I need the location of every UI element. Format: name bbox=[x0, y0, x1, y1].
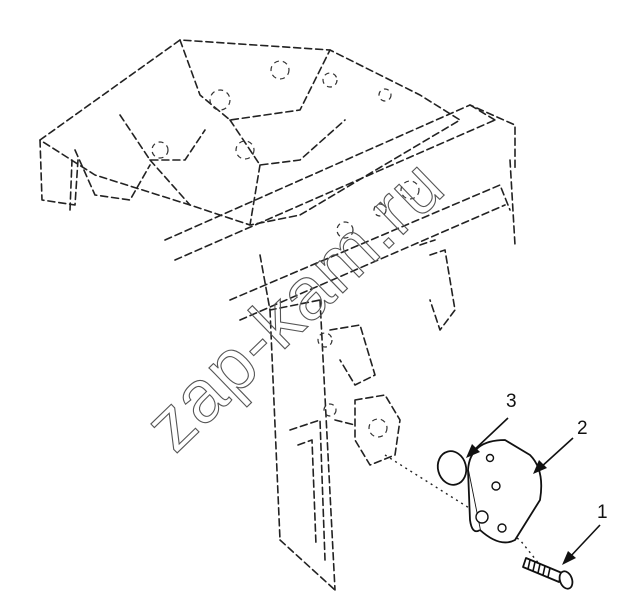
leader-3 bbox=[471, 417, 509, 453]
callout-number-2: 2 bbox=[577, 418, 588, 439]
callout-number-3: 3 bbox=[506, 391, 517, 412]
arrowhead-2 bbox=[533, 460, 547, 474]
cover-plate-part bbox=[467, 439, 543, 544]
o-ring-part bbox=[436, 450, 468, 486]
bolt-part bbox=[522, 557, 574, 590]
arrowhead-1 bbox=[562, 551, 576, 565]
watermark: zap-kam.ru bbox=[128, 142, 460, 467]
engine-block-ghost bbox=[39, 39, 516, 591]
assembly-centerline bbox=[384, 454, 541, 566]
callout-number-1: 1 bbox=[597, 502, 608, 523]
leader-2 bbox=[539, 437, 574, 469]
leader-1 bbox=[568, 524, 601, 559]
watermark-text: zap-kam.ru bbox=[128, 143, 459, 467]
arrowhead-3 bbox=[466, 444, 480, 458]
callout-leaders bbox=[466, 417, 601, 565]
